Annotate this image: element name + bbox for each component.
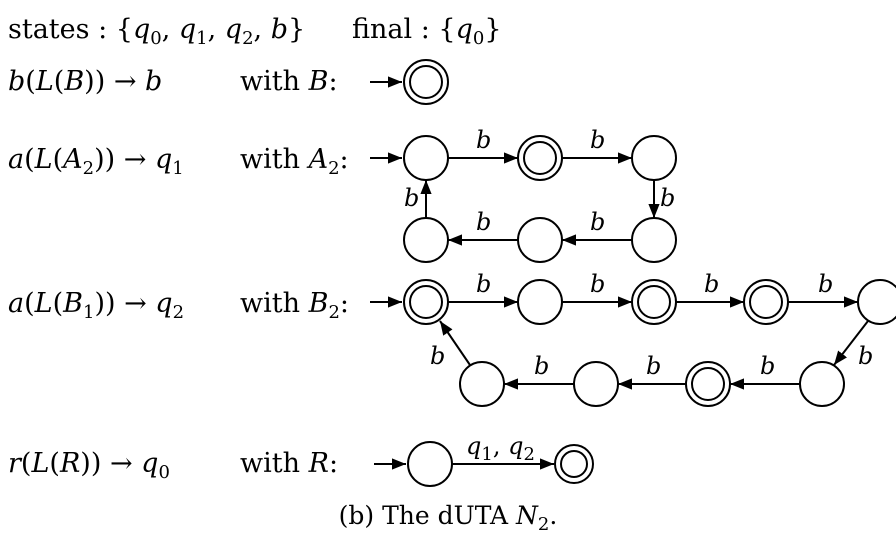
A2-state-1-accept-ring bbox=[523, 141, 557, 175]
states-label: states : bbox=[8, 14, 107, 45]
B2-state-4 bbox=[857, 279, 896, 325]
B2-state-3-accept-ring bbox=[749, 285, 783, 319]
A2-label-0-1: b bbox=[476, 126, 491, 154]
B2-label-2-3: b bbox=[704, 270, 719, 298]
B2-label-8-0: b bbox=[430, 342, 445, 370]
A2-label-4-5: b bbox=[476, 208, 491, 236]
B-state-0-accept-ring bbox=[409, 65, 443, 99]
B2-label-1-2: b bbox=[590, 270, 605, 298]
B2-edge-4-5 bbox=[833, 320, 869, 366]
B2-state-8 bbox=[459, 361, 505, 407]
A2-label-5-0: b bbox=[404, 184, 419, 212]
B2-state-7 bbox=[573, 361, 619, 407]
A2-label-1-2: b bbox=[590, 126, 605, 154]
B2-state-1 bbox=[517, 279, 563, 325]
A2-state-4 bbox=[517, 217, 563, 263]
B2-label-7-8: b bbox=[534, 352, 549, 380]
rule-4-with: with R: bbox=[240, 448, 338, 479]
R-label-0-1: q1, q2 bbox=[466, 432, 535, 465]
B2-edge-8-0 bbox=[439, 320, 471, 366]
B2-state-5 bbox=[799, 361, 845, 407]
B2-label-3-4: b bbox=[818, 270, 833, 298]
rule-3-with: with B2: bbox=[240, 288, 349, 323]
A2-label-2-3: b bbox=[660, 184, 675, 212]
final-line: final : {q0} bbox=[352, 14, 502, 49]
rule-4-text: r(L(R)) → q0 bbox=[8, 448, 170, 483]
rule-2-with: with A2: bbox=[240, 144, 349, 179]
rule-1-text: b(L(B)) → b bbox=[8, 66, 162, 97]
rule-1-with: with B: bbox=[240, 66, 338, 97]
A2-state-5 bbox=[403, 217, 449, 263]
figure-caption: (b) The dUTA N2. bbox=[339, 501, 558, 535]
B2-label-6-7: b bbox=[646, 352, 661, 380]
states-line: states : {q0, q1, q2, b} bbox=[8, 14, 305, 49]
R-state-1-accept-ring bbox=[560, 450, 588, 478]
A2-label-3-4: b bbox=[590, 208, 605, 236]
B2-state-2-accept-ring bbox=[637, 285, 671, 319]
A2-state-3 bbox=[631, 217, 677, 263]
B2-label-0-1: b bbox=[476, 270, 491, 298]
B2-state-0-accept-ring bbox=[409, 285, 443, 319]
B2-label-4-5: b bbox=[858, 342, 873, 370]
A2-state-0 bbox=[403, 135, 449, 181]
rule-2-text: a(L(A2)) → q1 bbox=[8, 144, 184, 179]
final-label: final : bbox=[352, 14, 430, 45]
B2-label-5-6: b bbox=[760, 352, 775, 380]
A2-state-2 bbox=[631, 135, 677, 181]
R-state-0 bbox=[407, 441, 453, 487]
B2-state-6-accept-ring bbox=[691, 367, 725, 401]
rule-3-text: a(L(B1)) → q2 bbox=[8, 288, 184, 323]
